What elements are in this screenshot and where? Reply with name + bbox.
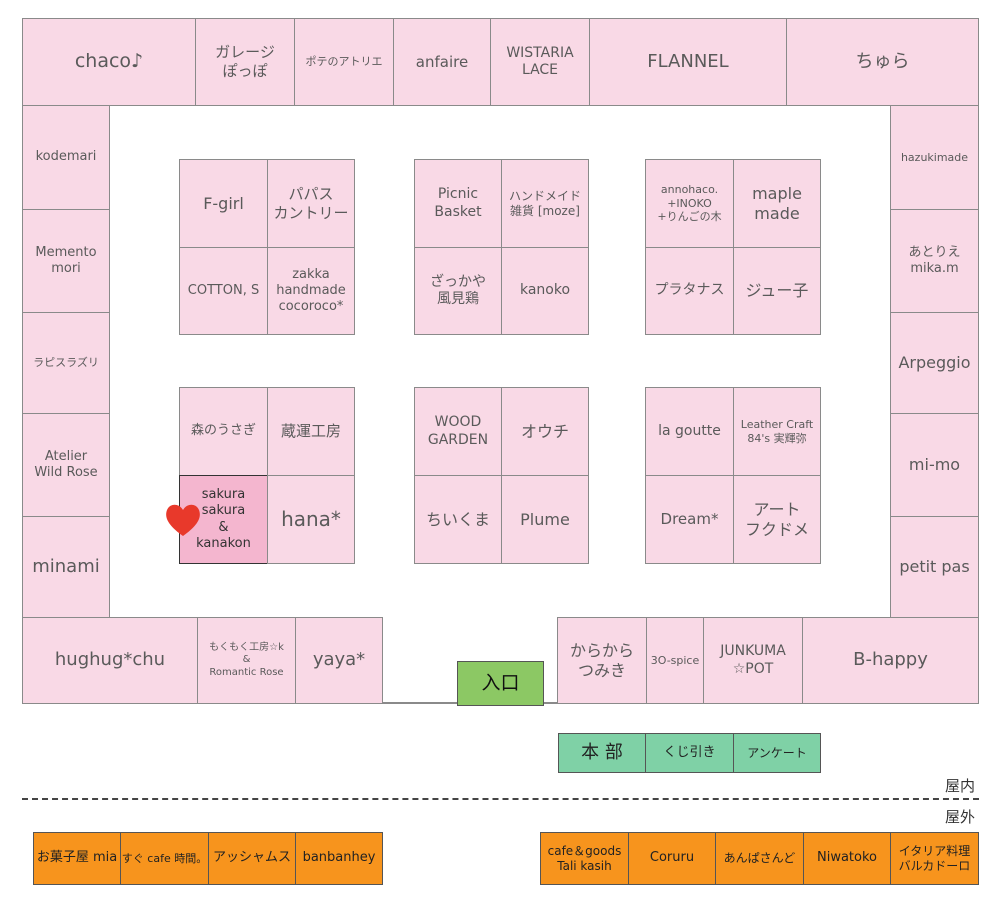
booth-right-2[interactable]: あとりえ mika.m [890,209,979,313]
outdoor-booth-3[interactable]: アッシャムス [208,832,296,885]
booth-block3-3[interactable]: プラタナス [645,247,734,335]
booth-block5-4[interactable]: Plume [501,475,589,564]
booth-right-1[interactable]: hazukimade [890,105,979,210]
outdoor-booth-2[interactable]: すぐ cafe 時間。 [120,832,209,885]
booth-top-3[interactable]: ポテのアトリエ [294,18,394,106]
indoor-outdoor-divider [22,798,979,800]
booth-block4-1[interactable]: 森のうさぎ [179,387,268,476]
hq-booth[interactable]: 本 部 [558,733,646,773]
outdoor-booth-5[interactable]: cafe＆goods Tali kasih [540,832,629,885]
booth-block2-4[interactable]: kanoko [501,247,589,335]
booth-block5-1[interactable]: WOOD GARDEN [414,387,502,476]
booth-bottom-3[interactable]: yaya* [295,617,383,704]
booth-left-2[interactable]: Memento mori [22,209,110,313]
entrance-button[interactable]: 入口 [457,661,544,706]
outdoor-booth-6[interactable]: Coruru [628,832,716,885]
booth-bottom-5[interactable]: 3O-spice [646,617,704,704]
booth-block5-3[interactable]: ちいくま [414,475,502,564]
booth-block4-4[interactable]: hana* [267,475,355,564]
booth-bottom-1[interactable]: hughug*chu [22,617,198,704]
booth-block1-2[interactable]: パパス カントリー [267,159,355,248]
outdoor-booth-9[interactable]: イタリア料理 バルカドーロ [890,832,979,885]
survey-booth[interactable]: アンケート [733,733,821,773]
booth-top-6[interactable]: FLANNEL [589,18,787,106]
booth-block2-1[interactable]: Picnic Basket [414,159,502,248]
booth-top-5[interactable]: WISTARIA LACE [490,18,590,106]
booth-block6-2[interactable]: Leather Craft 84's 実輝弥 [733,387,821,476]
booth-block1-4[interactable]: zakka handmade cocoroco* [267,247,355,335]
booth-block3-2[interactable]: maple made [733,159,821,248]
booth-right-4[interactable]: mi-mo [890,413,979,517]
indoor-label: 屋内 [945,777,976,795]
booth-right-3[interactable]: Arpeggio [890,312,979,414]
booth-top-7[interactable]: ちゅら [786,18,979,106]
booth-block2-3[interactable]: ざっかや 風見鶏 [414,247,502,335]
booth-block6-3[interactable]: Dream* [645,475,734,564]
booth-block3-1[interactable]: annohaco. +INOKO +りんごの木 [645,159,734,248]
lottery-booth[interactable]: くじ引き [645,733,734,773]
outdoor-booth-1[interactable]: お菓子屋 mia [33,832,121,885]
booth-left-4[interactable]: Atelier Wild Rose [22,413,110,517]
booth-top-4[interactable]: anfaire [393,18,491,106]
heart-icon [166,504,200,536]
booth-top-2[interactable]: ガレージ ぽっぽ [195,18,295,106]
outdoor-booth-4[interactable]: banbanhey [295,832,383,885]
booth-left-1[interactable]: kodemari [22,105,110,210]
outdoor-booth-8[interactable]: Niwatoko [803,832,891,885]
outdoor-booth-7[interactable]: あんぱさんど [715,832,804,885]
booth-block5-2[interactable]: オウチ [501,387,589,476]
booth-block4-2[interactable]: 蔵運工房 [267,387,355,476]
booth-block1-3[interactable]: COTTON, S [179,247,268,335]
booth-bottom-4[interactable]: からから つみき [557,617,647,704]
booth-block2-2[interactable]: ハンドメイド 雑貨 [moze] [501,159,589,248]
booth-block6-4[interactable]: アート フクドメ [733,475,821,564]
booth-block3-4[interactable]: ジュー子 [733,247,821,335]
booth-left-5[interactable]: minami [22,516,110,618]
booth-block1-1[interactable]: F-girl [179,159,268,248]
outdoor-label: 屋外 [945,808,976,826]
booth-right-5[interactable]: petit pas [890,516,979,618]
booth-top-1[interactable]: chaco♪ [22,18,196,106]
booth-block6-1[interactable]: la goutte [645,387,734,476]
booth-bottom-7[interactable]: B-happy [802,617,979,704]
booth-bottom-6[interactable]: JUNKUMA ☆POT [703,617,803,704]
indoor-hall [22,18,979,704]
booth-bottom-2[interactable]: もくもく工房☆k & Romantic Rose [197,617,296,704]
booth-left-3[interactable]: ラピスラズリ [22,312,110,414]
